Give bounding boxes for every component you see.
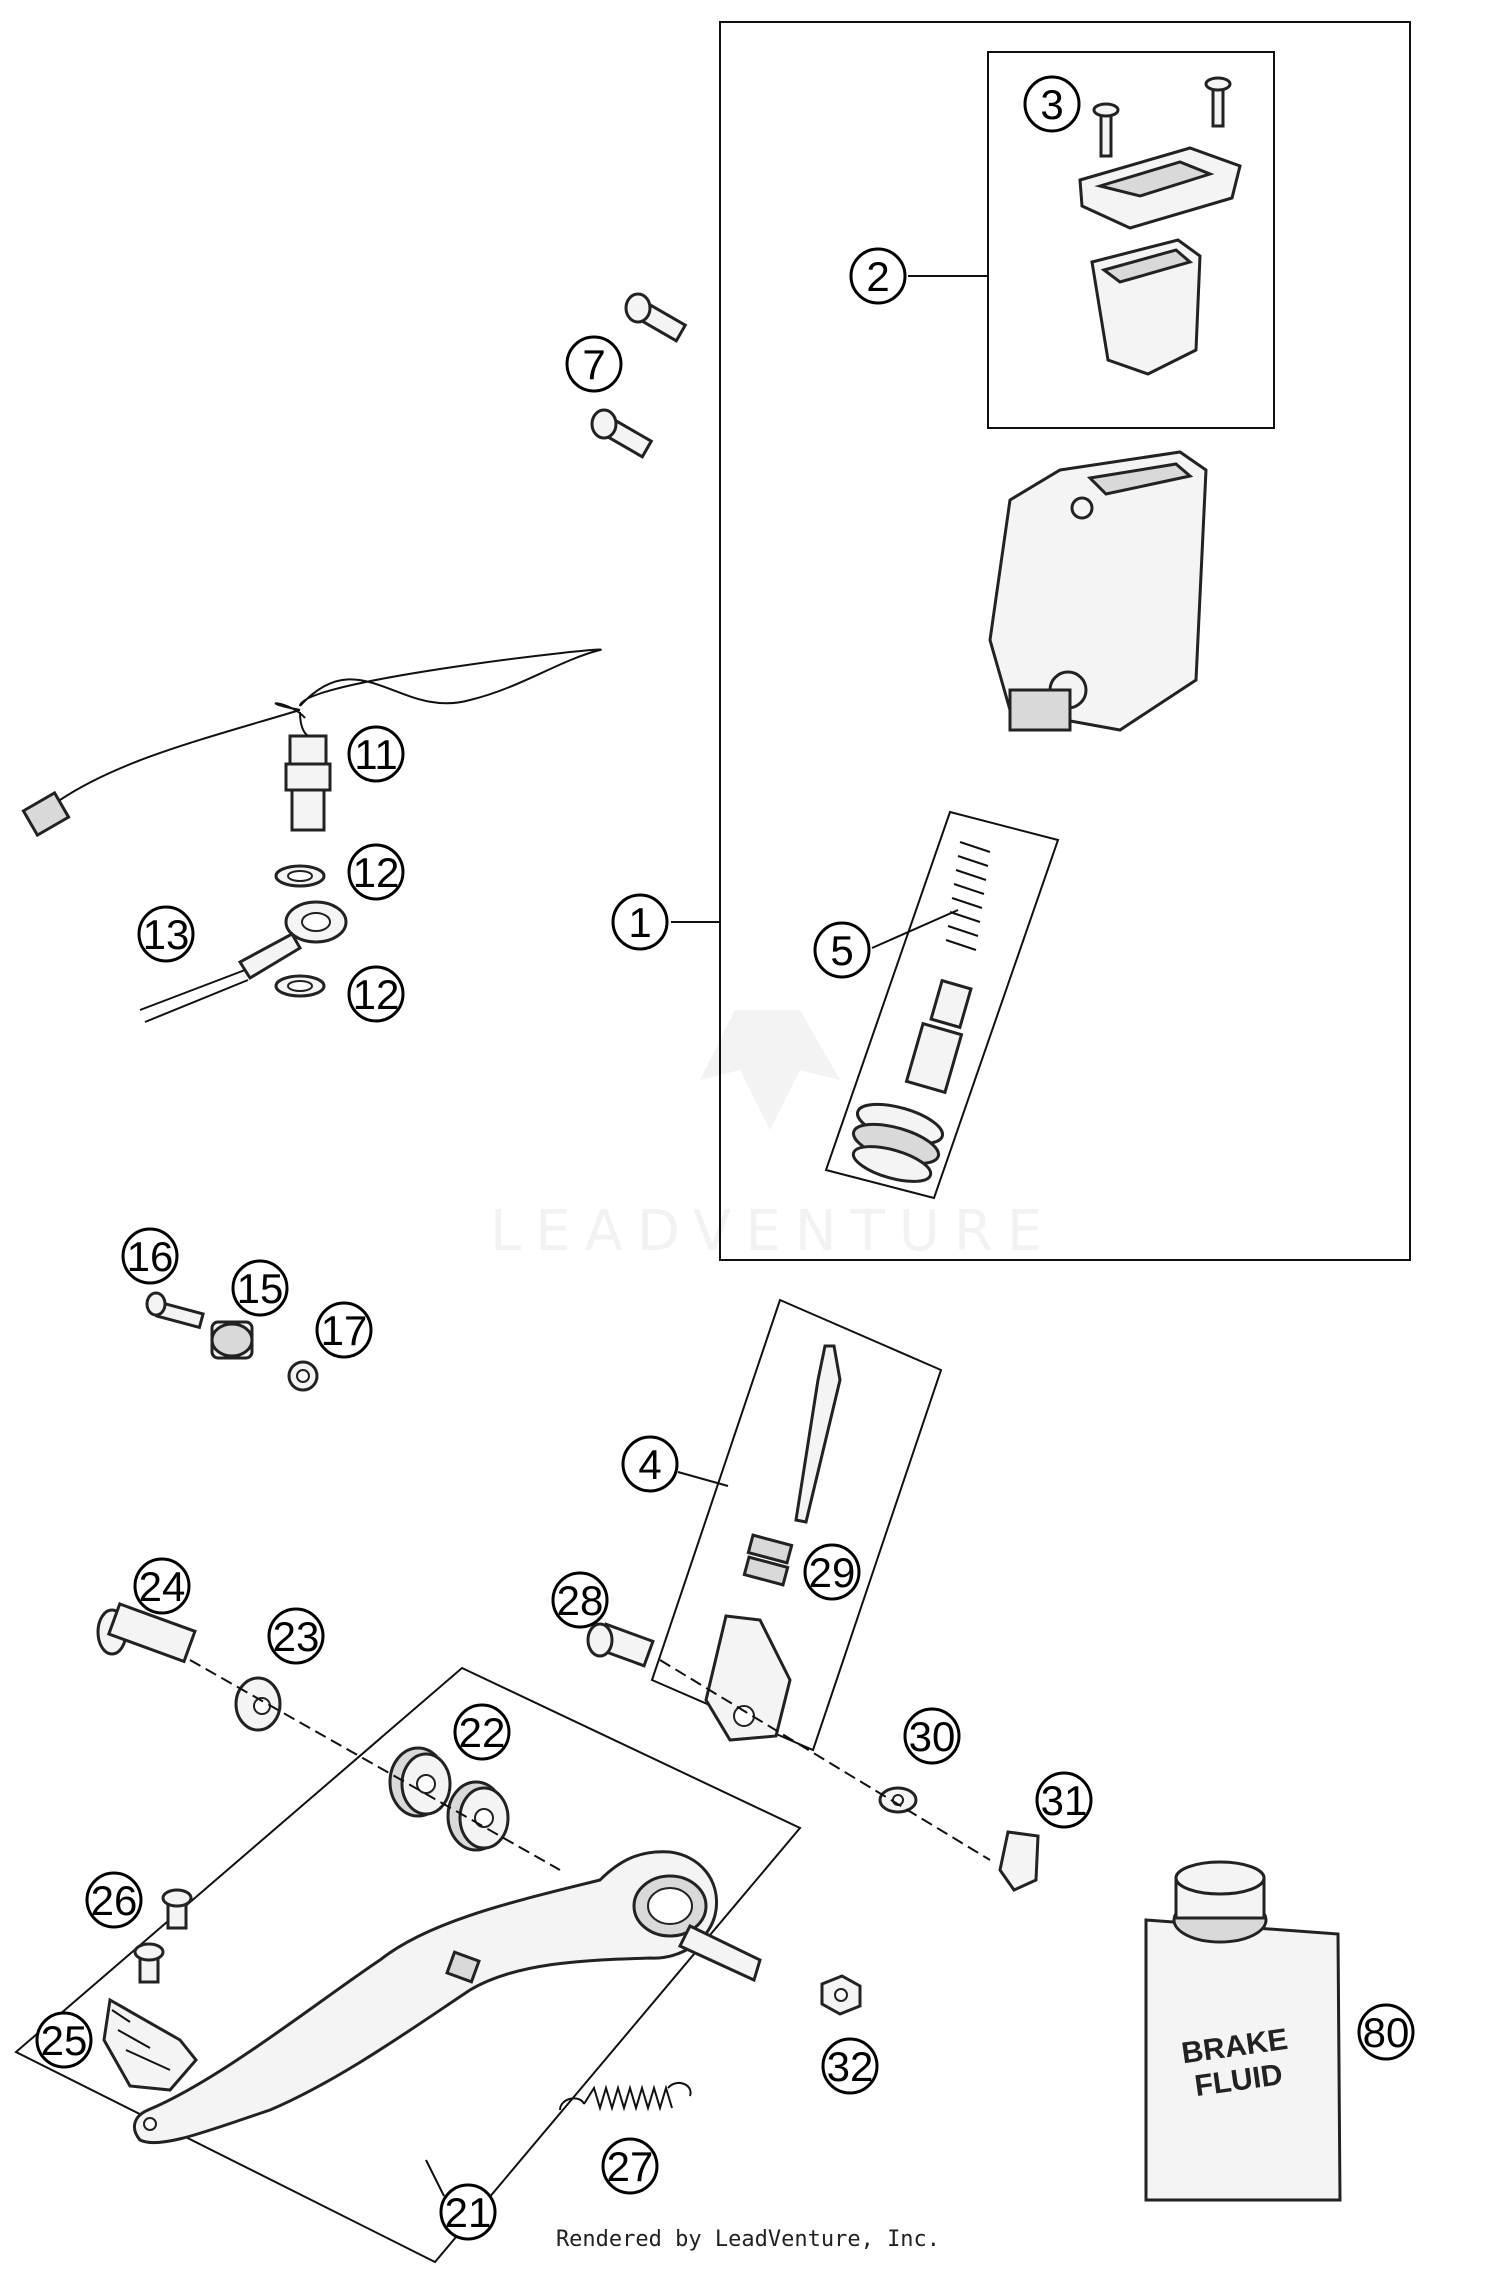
callout-23: 23 xyxy=(267,1607,325,1665)
callout-29-label: 29 xyxy=(809,1549,856,1596)
clevis-pin-set xyxy=(586,1622,1040,1892)
master-cylinder-group-box xyxy=(719,21,1411,1261)
master-cylinder-body xyxy=(988,450,1208,732)
callout-80: 80 xyxy=(1357,2003,1415,2061)
callout-26: 26 xyxy=(85,1871,143,1929)
brake-fluid-bottle: BRAKE FLUID xyxy=(1144,1860,1342,2202)
leader-lines xyxy=(425,275,988,2197)
callout-2: 2 xyxy=(849,247,907,305)
callout-31-label: 31 xyxy=(1041,1777,1088,1824)
pedal-pivot-set xyxy=(96,1602,561,1871)
callout-17-label: 17 xyxy=(321,1307,368,1354)
brake-pedal-group-box xyxy=(14,1666,802,2264)
callout-3: 3 xyxy=(1023,75,1081,133)
callout-1: 1 xyxy=(611,893,669,951)
callout-4-label: 4 xyxy=(638,1441,661,1488)
callout-12b: 12 xyxy=(347,965,405,1023)
callout-27-label: 27 xyxy=(607,2143,654,2190)
callout-32-label: 32 xyxy=(827,2043,874,2090)
callout-5-label: 5 xyxy=(830,927,853,974)
callout-24: 24 xyxy=(133,1557,191,1615)
callout-25: 25 xyxy=(35,2011,93,2069)
callout-21-label: 21 xyxy=(445,2189,492,2236)
watermark-text: LEADVENTURE xyxy=(490,1199,1056,1264)
mounting-bolts xyxy=(590,292,688,459)
callout-13: 13 xyxy=(137,905,195,963)
pedal-nut xyxy=(820,1974,862,2016)
callout-11: 11 xyxy=(347,725,405,783)
callout-29: 29 xyxy=(803,1543,861,1601)
reservoir-cap-cover xyxy=(1078,146,1242,230)
sealing-washers xyxy=(274,864,326,998)
callout-21: 21 xyxy=(439,2183,497,2241)
callout-3-label: 3 xyxy=(1040,81,1063,128)
pushrod-group-box xyxy=(650,1298,943,1752)
callout-5: 5 xyxy=(813,921,871,979)
pedal-tip-set xyxy=(102,1888,198,2092)
callout-30: 30 xyxy=(903,1707,961,1765)
reservoir-screws xyxy=(1092,76,1232,158)
callout-28: 28 xyxy=(551,1571,609,1629)
callout-15: 15 xyxy=(231,1259,289,1317)
callout-28-label: 28 xyxy=(557,1577,604,1624)
callout-31: 31 xyxy=(1035,1771,1093,1829)
reservoir-diaphragm xyxy=(1090,238,1202,376)
leadventure-watermark: LEADVENTURE xyxy=(490,1010,1056,1264)
callout-2-label: 2 xyxy=(866,253,889,300)
callout-22-label: 22 xyxy=(459,1709,506,1756)
callout-7-label: 7 xyxy=(582,341,605,388)
piston-kit-group-box xyxy=(824,810,1060,1200)
callout-15-label: 15 xyxy=(237,1265,284,1312)
bolt-bush-nut xyxy=(145,1291,319,1392)
reservoir-cap-group-box xyxy=(987,51,1275,429)
callout-17: 17 xyxy=(315,1301,373,1359)
piston-kit xyxy=(851,841,991,1183)
callout-4: 4 xyxy=(621,1435,679,1493)
callout-25-label: 25 xyxy=(41,2017,88,2064)
callout-27: 27 xyxy=(601,2137,659,2195)
return-spring xyxy=(559,2081,692,2112)
callout-32: 32 xyxy=(821,2037,879,2095)
callout-7: 7 xyxy=(565,335,623,393)
callout-23-label: 23 xyxy=(273,1613,320,1660)
callout-30-label: 30 xyxy=(909,1713,956,1760)
brake-pedal xyxy=(132,1850,762,2145)
render-credit: Rendered by LeadVenture, Inc. xyxy=(556,2227,940,2252)
brake-light-switch xyxy=(21,648,602,838)
callout-22: 22 xyxy=(453,1703,511,1761)
callout-26-label: 26 xyxy=(91,1877,138,1924)
callout-11-label: 11 xyxy=(354,731,398,778)
callout-13-label: 13 xyxy=(143,911,190,958)
callout-1-label: 1 xyxy=(628,899,651,946)
callout-80-label: 80 xyxy=(1363,2009,1410,2056)
callout-16-label: 16 xyxy=(127,1233,174,1280)
callout-12a: 12 xyxy=(347,843,405,901)
callout-24-label: 24 xyxy=(139,1563,186,1610)
pushrod xyxy=(704,1344,842,1742)
callout-12b-label: 12 xyxy=(353,971,400,1018)
brake-line xyxy=(139,900,348,1023)
callout-12a-label: 12 xyxy=(353,849,400,896)
callout-16: 16 xyxy=(121,1227,179,1285)
